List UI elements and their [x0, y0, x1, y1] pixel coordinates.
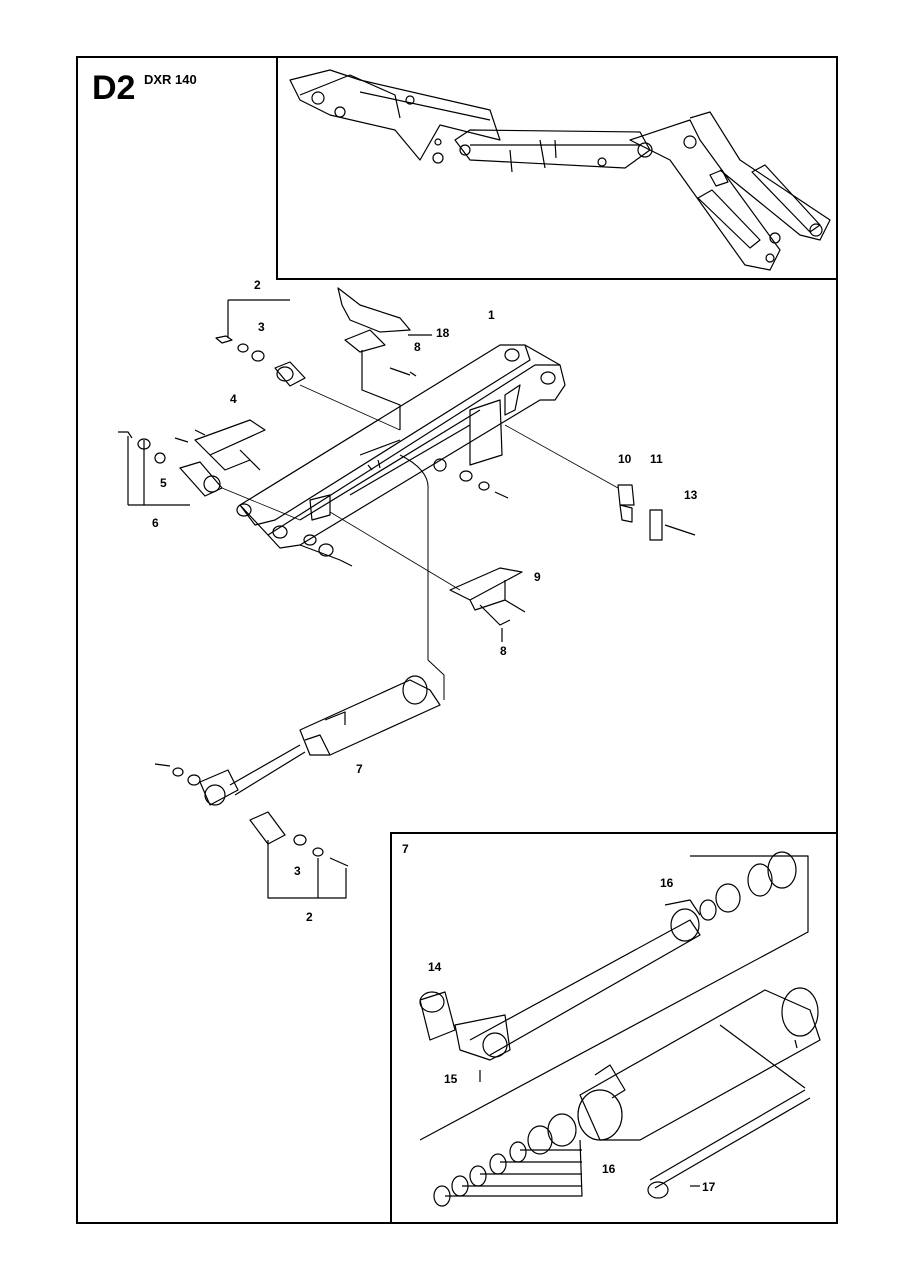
inset-label-7: 7: [402, 842, 409, 856]
callout-17: 17: [702, 1180, 716, 1194]
callout-11: 11: [650, 452, 663, 466]
callout-8-bottom: 8: [500, 644, 507, 658]
callout-10: 10: [618, 452, 632, 466]
callout-2-bottom: 2: [306, 910, 313, 924]
callout-15: 15: [444, 1072, 458, 1086]
overview-boom-assembly: [289, 69, 831, 271]
callout-7: 7: [356, 762, 363, 776]
callout-13: 13: [684, 488, 698, 502]
callout-3-bottom: 3: [294, 864, 301, 878]
callout-1: 1: [488, 308, 495, 322]
section-code: D2: [92, 69, 136, 107]
callout-18: 18: [436, 326, 450, 340]
callout-4: 4: [230, 392, 237, 406]
right-pin-hardware: [459, 424, 696, 541]
lower-pin-bolts: [299, 534, 353, 567]
bracket-4: [174, 419, 266, 471]
callout-9: 9: [534, 570, 541, 584]
callout-2-top: 2: [254, 278, 261, 292]
callout-16-bottom: 16: [602, 1162, 616, 1176]
cylinder-detail-inset-frame: [390, 832, 838, 1224]
main-boom-arm: [236, 344, 566, 700]
hydraulic-cylinder-7: [154, 675, 441, 899]
callout-16-top: 16: [660, 876, 674, 890]
callout-6: 6: [152, 516, 159, 530]
callout-5: 5: [160, 476, 167, 490]
bracket-18: [337, 287, 432, 430]
callout-3-top: 3: [258, 320, 265, 334]
model-name: DXR 140: [144, 72, 197, 87]
cylinder-detail-drawing: [419, 851, 821, 1207]
left-bolt-stack: [118, 431, 301, 521]
callout-8-top: 8: [414, 340, 421, 354]
top-bolt-stack: [215, 299, 401, 431]
overview-inset-frame: [276, 56, 838, 280]
bracket-9: [329, 511, 526, 642]
callout-14: 14: [428, 960, 442, 974]
